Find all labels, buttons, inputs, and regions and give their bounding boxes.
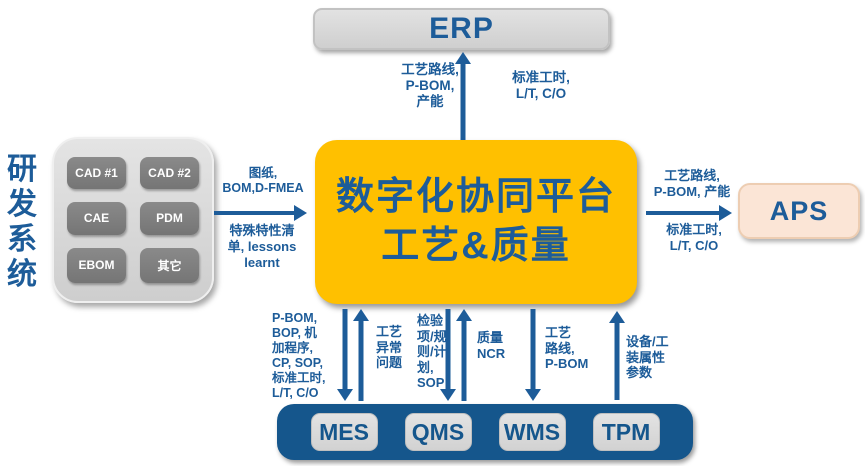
arrow-mes-to-platform-icon [353,309,369,401]
erp-box: ERP [313,8,610,50]
aps-label: APS [769,195,829,226]
arrow-rnd-to-platform-icon [214,205,307,221]
arrow-shaft [342,309,348,391]
erp-label: ERP [429,12,494,45]
arrow-shaft [614,321,620,400]
arrow-shaft [460,62,466,141]
arrow-platform-to-aps-icon [646,205,732,221]
platform-to-aps-bottom-label: 标准工时, L/T, C/O [666,222,722,253]
platform-title: 数字化协同平台 工艺&质量 [335,176,616,267]
arrow-shaft [358,319,364,401]
platform-to-mes-label: P-BOM, BOP, 机 加程序, CP, SOP, 标准工时, L/T, C… [272,311,326,400]
execution-systems-bar: MES QMS WMS TPM [277,404,693,460]
rnd-to-platform-top-label: 图纸, BOM,D-FMEA [222,166,304,195]
rnd-chip-cad1: CAD #1 [67,157,126,190]
arrow-shaft [646,211,722,215]
system-mes: MES [310,413,378,451]
rnd-system-title: 研发系统 [7,153,37,291]
aps-box: APS [738,183,860,239]
arrow-shaft [445,309,451,391]
tpm-to-platform-label: 设备/工 装属性 参数 [626,334,669,380]
platform-to-erp-left-label: 工艺路线, P-BOM, 产能 [401,62,459,109]
arrow-shaft [530,309,536,391]
platform-to-aps-top-label: 工艺路线, P-BOM, 产能 [653,168,731,199]
arrow-platform-to-qms-icon [440,309,456,401]
arrow-platform-to-wms-icon [525,309,541,401]
platform-box: 数字化协同平台 工艺&质量 [315,140,637,304]
system-wms: WMS [498,413,566,451]
rnd-to-platform-bottom-label: 特殊特性清 单, lessons learnt [227,223,297,270]
arrow-tpm-to-platform-icon [609,311,625,400]
system-tpm: TPM [592,413,660,451]
arrow-platform-to-mes-icon [337,309,353,401]
mes-to-platform-label: 工艺 异常 问题 [376,324,403,370]
platform-to-wms-label: 工艺 路线, P-BOM [545,325,589,371]
rnd-chip-cad2: CAD #2 [140,157,199,190]
rnd-chip-cae: CAE [67,202,126,235]
qms-to-platform-label: 质量 NCR [477,330,506,361]
arrow-shaft [214,211,297,215]
arrow-qms-to-platform-icon [456,309,472,401]
rnd-system-panel: CAD #1 CAD #2 CAE PDM EBOM 其它 [52,137,214,303]
system-qms: QMS [404,413,472,451]
arrow-shaft [461,319,467,401]
platform-to-erp-right-label: 标准工时, L/T, C/O [512,70,570,101]
rnd-chip-other: 其它 [140,247,199,283]
rnd-chip-ebom: EBOM [67,247,126,283]
arrow-platform-to-erp-icon [455,52,471,141]
rnd-chip-pdm: PDM [140,202,199,235]
